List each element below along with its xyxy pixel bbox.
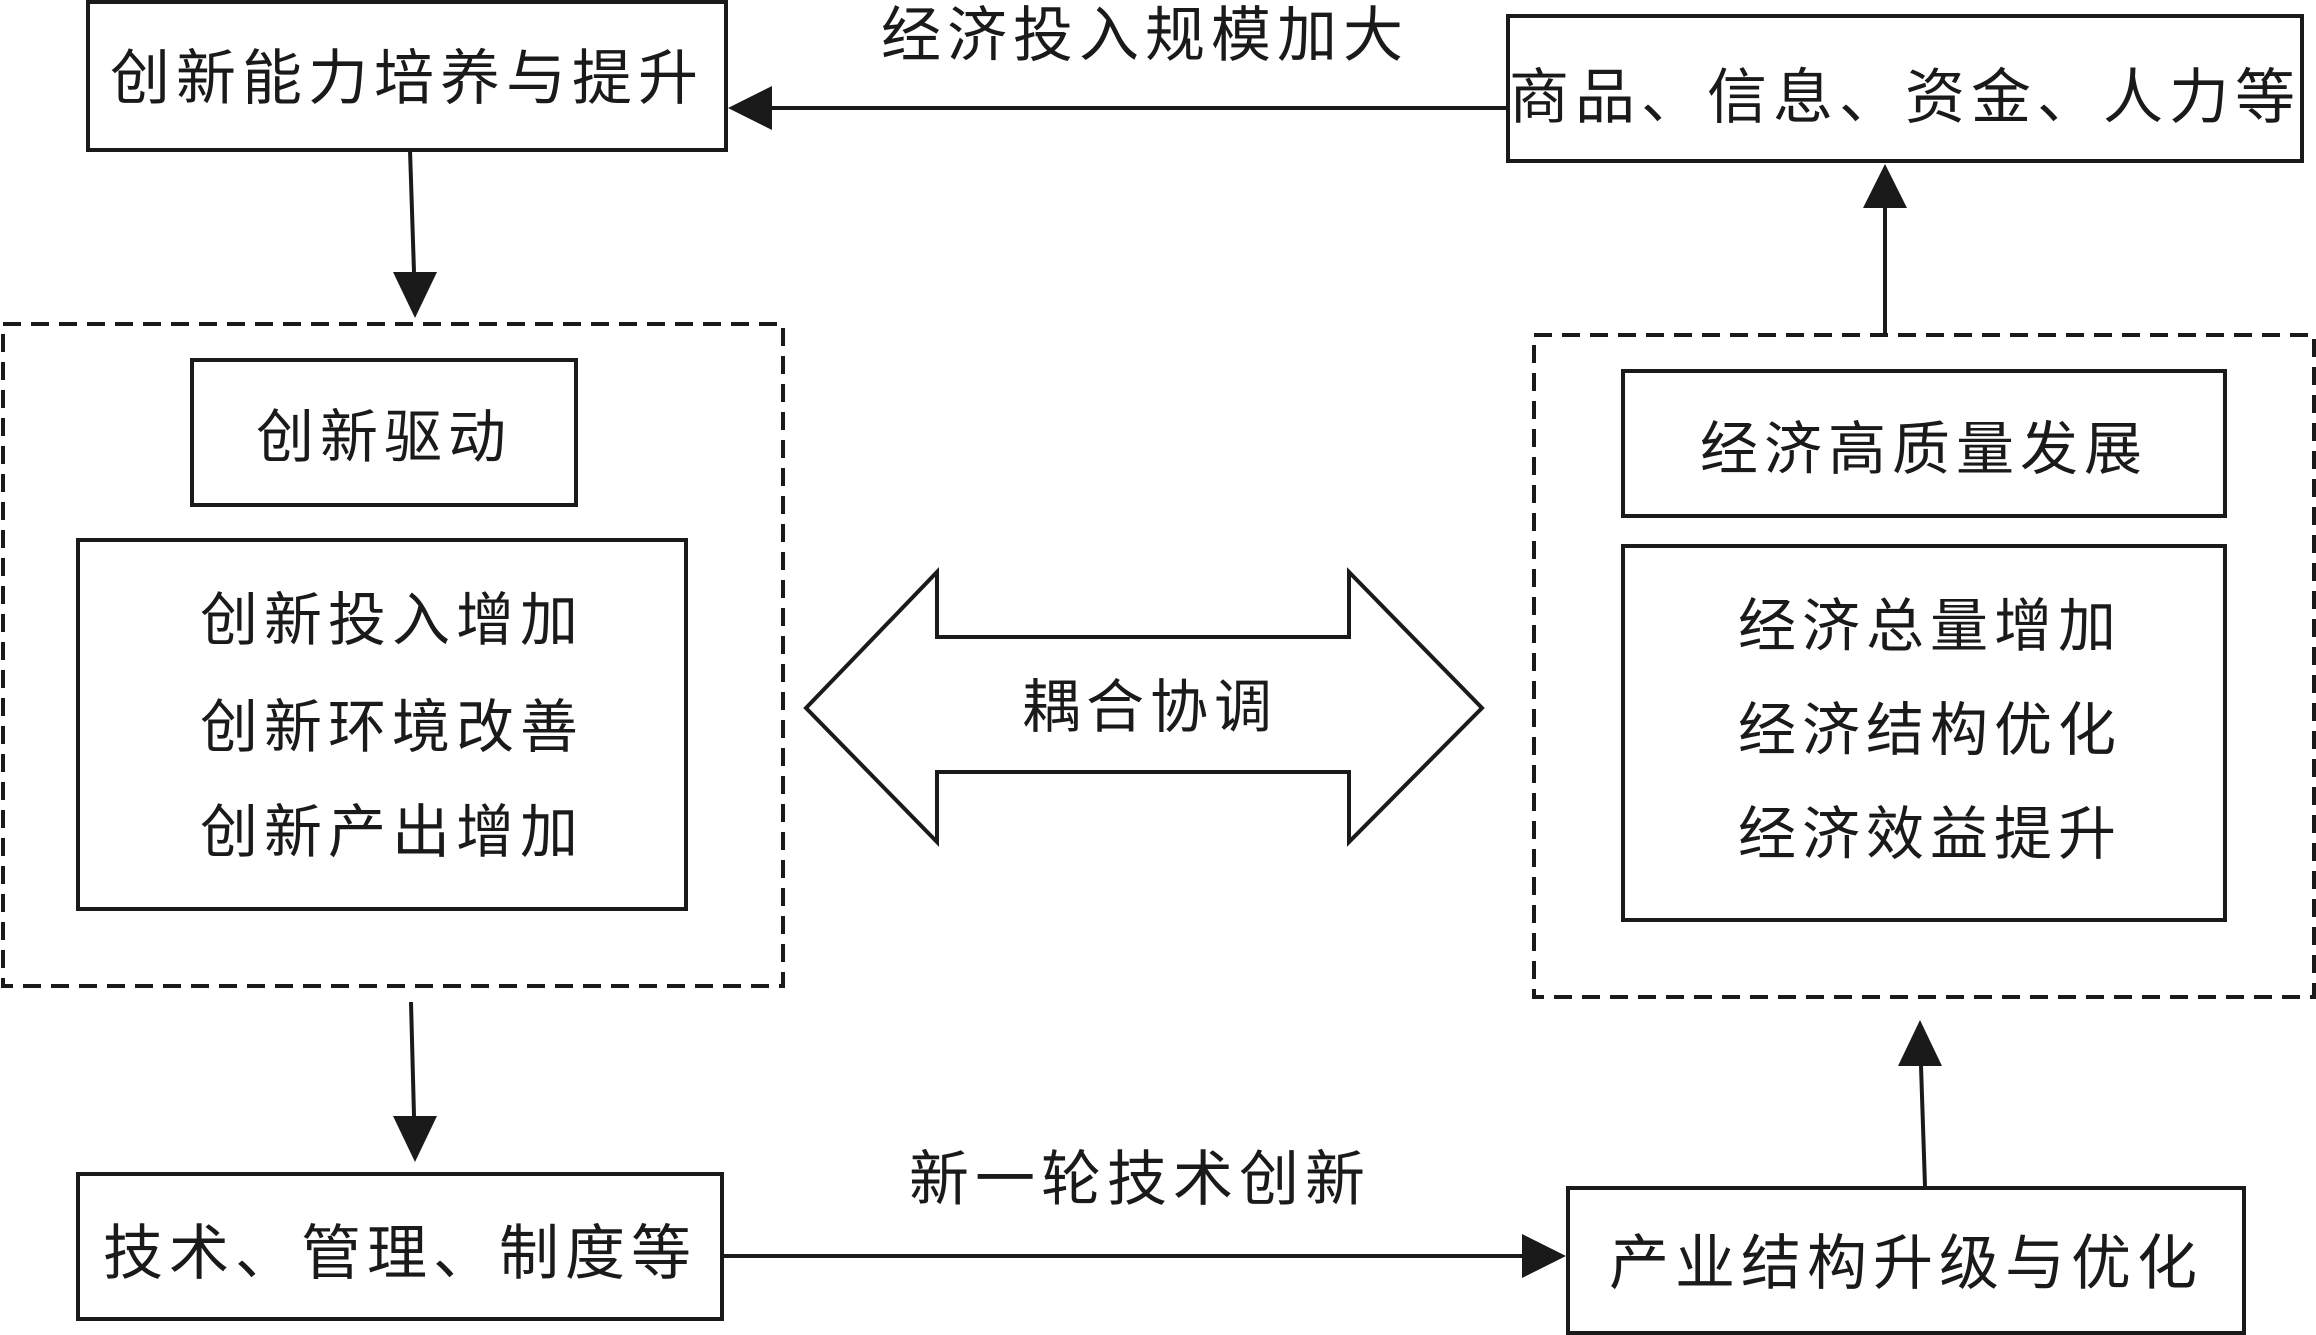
new-innovation-arrow — [722, 1234, 1566, 1278]
innovation-driven-group — [1, 322, 785, 988]
coupling-label: 耦合协调 — [1022, 673, 1278, 741]
innovation-driven-title-box — [190, 358, 578, 507]
economy-to-resources-arrow — [1863, 164, 1907, 333]
economy-quality-title: 经济高质量发展 — [1700, 415, 2148, 483]
coupling-double-arrow — [803, 567, 1485, 847]
new-innovation-label: 新一轮技术创新 — [909, 1145, 1371, 1215]
innovation-capability-box — [86, 0, 728, 152]
industrial-upgrade-label: 产业结构升级与优化 — [1609, 1229, 2203, 1299]
economy-item: 经济结构优化 — [1738, 696, 2122, 764]
economy-items-box — [1621, 544, 2227, 922]
industrial-upgrade-box — [1566, 1186, 2246, 1335]
economy-item: 经济效益提升 — [1738, 800, 2122, 868]
resources-box — [1506, 14, 2304, 163]
capability-to-innovation-arrow — [393, 149, 437, 318]
economy-quality-title-box — [1621, 369, 2227, 518]
innovation-capability-label: 创新能力培养与提升 — [110, 44, 704, 114]
innovation-item: 创新投入增加 — [200, 586, 584, 654]
economic-input-arrow — [728, 86, 1508, 130]
economy-item: 经济总量增加 — [1738, 592, 2122, 660]
institutions-box — [76, 1172, 724, 1321]
upgrade-to-economy-arrow — [1898, 1020, 1942, 1187]
innovation-item: 创新环境改善 — [200, 693, 584, 761]
economy-quality-group — [1532, 333, 2316, 999]
institutions-label: 技术、管理、制度等 — [103, 1219, 697, 1289]
innovation-items-box — [76, 538, 688, 911]
resources-label: 商品、信息、资金、人力等 — [1509, 63, 2301, 133]
innovation-item: 创新产出增加 — [200, 798, 584, 866]
innovation-to-institutions-arrow — [393, 1001, 437, 1162]
innovation-driven-title: 创新驱动 — [256, 403, 512, 471]
economic-input-label: 经济投入规模加大 — [881, 1, 1409, 71]
